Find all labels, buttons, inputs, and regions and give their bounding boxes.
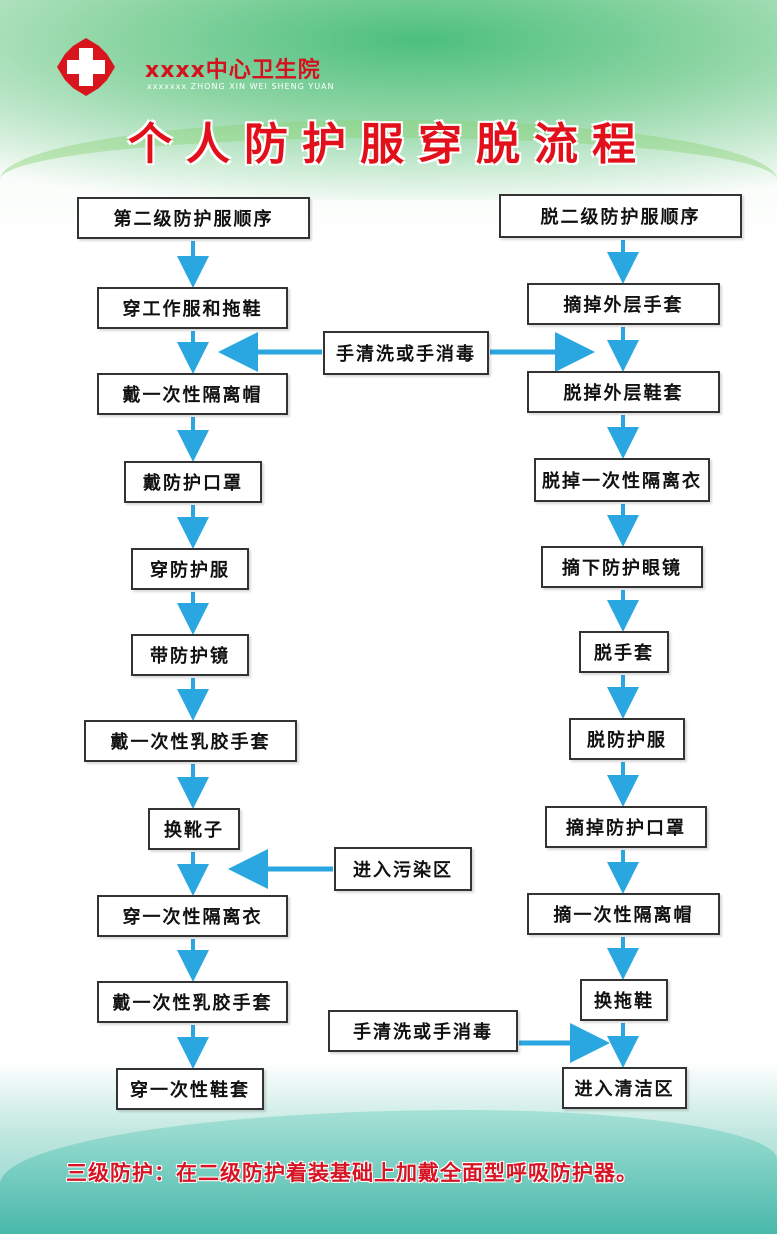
left-step: 穿一次性鞋套	[116, 1068, 264, 1110]
right-step: 脱防护服	[569, 718, 685, 760]
left-step: 穿工作服和拖鞋	[97, 287, 288, 329]
right-step: 进入清洁区	[562, 1067, 687, 1109]
left-step: 戴一次性乳胶手套	[84, 720, 297, 762]
left-step: 穿一次性隔离衣	[97, 895, 288, 937]
enter-contaminated-zone: 进入污染区	[334, 847, 472, 891]
hand-wash-top: 手清洗或手消毒	[323, 331, 489, 375]
left-heading: 第二级防护服顺序	[77, 197, 310, 239]
hand-wash-bottom: 手清洗或手消毒	[328, 1010, 518, 1052]
hospital-name-en: xxxxxxx ZHONG XIN WEI SHENG YUAN	[147, 82, 335, 91]
left-step: 戴一次性乳胶手套	[97, 981, 288, 1023]
left-step: 带防护镜	[131, 634, 249, 676]
side-arrows	[218, 332, 610, 1063]
right-step: 摘掉外层手套	[527, 283, 720, 325]
right-heading: 脱二级防护服顺序	[499, 194, 742, 238]
footer-note: 三级防护：在二级防护着装基础上加戴全面型呼吸防护器。	[66, 1161, 638, 1185]
right-step: 摘下防护眼镜	[541, 546, 703, 588]
right-step: 脱掉外层鞋套	[527, 371, 720, 413]
right-step: 摘掉防护口罩	[545, 806, 707, 848]
hospital-name: xxxx中心卫生院	[145, 58, 321, 83]
left-step: 穿防护服	[131, 548, 249, 590]
red-cross-logo-icon	[57, 38, 115, 96]
left-step: 戴一次性隔离帽	[97, 373, 288, 415]
right-step: 脱掉一次性隔离衣	[534, 458, 710, 502]
right-step: 换拖鞋	[580, 979, 668, 1021]
right-step: 摘一次性隔离帽	[527, 893, 720, 935]
right-step: 脱手套	[579, 631, 669, 673]
left-step: 换靴子	[148, 808, 240, 850]
page-title: 个人防护服穿脱流程	[128, 119, 650, 170]
left-step: 戴防护口罩	[124, 461, 262, 503]
